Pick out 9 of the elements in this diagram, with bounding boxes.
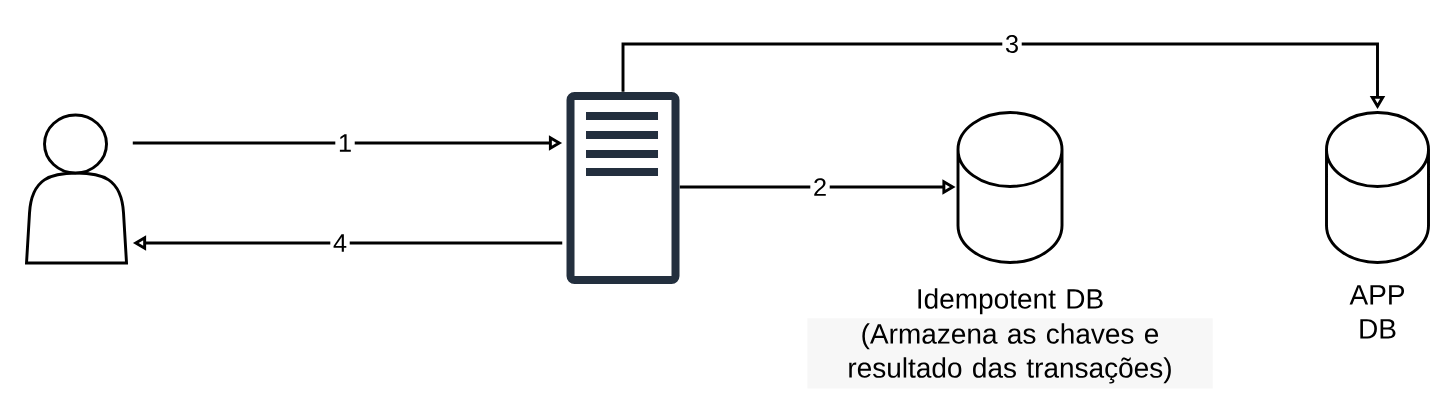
person-icon (25, 113, 128, 265)
server-icon (566, 92, 680, 284)
database-label: APP DB (1349, 285, 1405, 339)
edge-label: 1 (335, 132, 355, 154)
description-text: (Armazena as chaves e resultado das transações) (807, 318, 1213, 389)
edge-label: 2 (810, 176, 830, 198)
edge-label: 3 (1002, 33, 1022, 55)
database-label: Idempotent DB (918, 288, 1103, 315)
edge-label: 4 (330, 232, 350, 254)
